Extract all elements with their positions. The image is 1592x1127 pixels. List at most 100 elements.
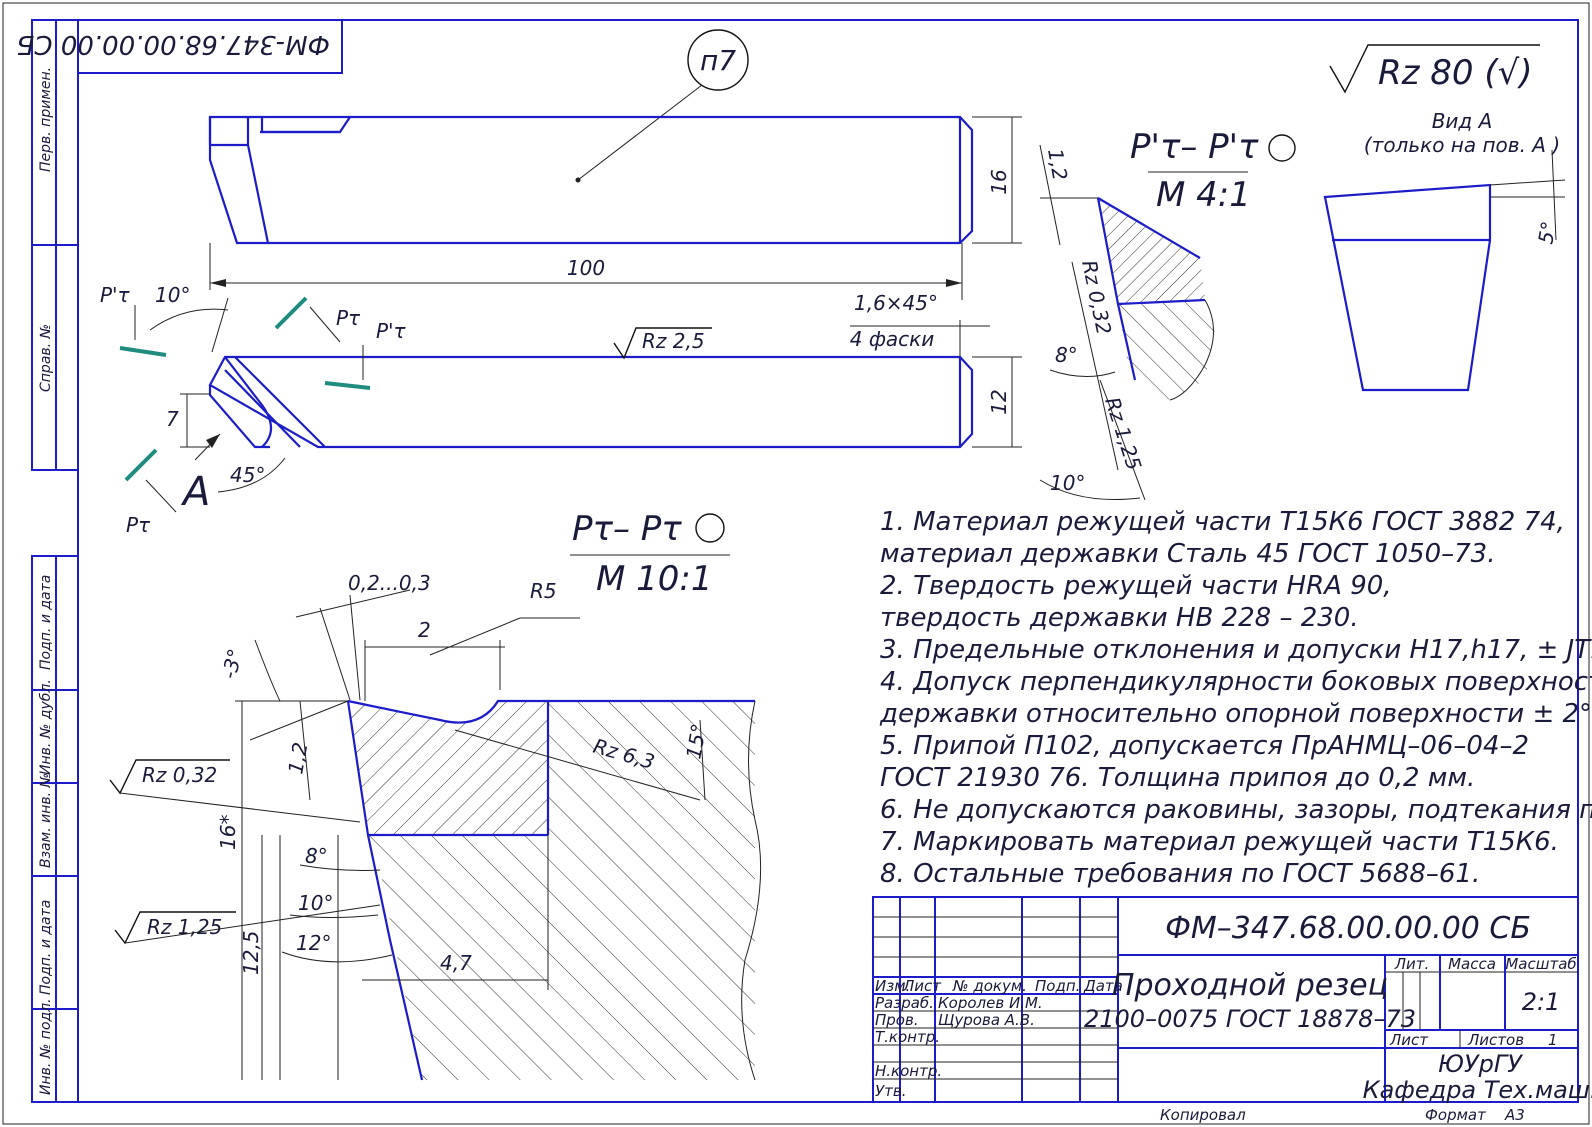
bottom-view-chamfer: 1,6×45° (854, 291, 938, 315)
bottom-view-angle-45: 45° (230, 463, 265, 487)
section-large-angle-8: 8° (305, 844, 328, 868)
bottom-view: 12 7 1,6×45° 4 фаски Rz 2,5 10° 45° P'τ … (100, 283, 1022, 537)
title-block-lit: Лит. (1394, 955, 1430, 973)
main-roughness-symbol: Rz 80 (√) (1329, 44, 1540, 94)
position-marker: п7 (575, 29, 749, 183)
title-block-col-sign: Подп. (1035, 977, 1080, 995)
view-a-marker: A (180, 469, 210, 515)
bottom-view-roughness: Rz 2,5 (642, 329, 705, 353)
title-block-code: ФМ–347.68.00.00.00 СБ (1165, 911, 1531, 946)
section-large-scale: M 10:1 (596, 559, 713, 599)
side-label-first-use: Перв. примен. (38, 67, 54, 172)
side-label-orig-inv: Инв. № подл. (38, 998, 54, 1095)
title-block-name-developer: Королев И.М. (938, 994, 1043, 1012)
top-view: 16 100 (208, 115, 1022, 300)
section-small-angle-10: 10° (1050, 471, 1085, 495)
bottom-view-angle-10: 10° (155, 283, 190, 307)
note-line-8: 5. Припой П102, допускается ПрАНМЦ–06–04… (880, 731, 1529, 761)
title-block-scale-label: Масштаб (1505, 955, 1576, 973)
section-large-angle-12: 12° (296, 931, 331, 955)
note-line-5: 3. Предельные отклонения и допуски H17,h… (880, 635, 1592, 665)
bottom-view-height: 12 (987, 389, 1011, 414)
title-block-name-1: Проходной резец (1112, 968, 1388, 1003)
section-large-angle-3: -3° (217, 646, 248, 681)
section-small-rz-032: Rz 0,32 (1077, 258, 1116, 337)
title-block: ФМ–347.68.00.00.00 СБ Проходной резец 21… (872, 896, 1592, 1124)
note-line-4: твердость державки HB 228 – 230. (880, 603, 1359, 633)
title-block-format-value: А3 (1504, 1106, 1525, 1124)
note-line-10: 6. Не допускаются раковины, зазоры, подт… (880, 795, 1592, 825)
side-label-sign-date-2: Подп. и дата (38, 900, 54, 995)
section-mark-ptau-prime-right: P'τ (376, 319, 407, 343)
title-block-role-ncontrol: Н.контр. (875, 1062, 942, 1080)
title-block-col-date: Дата (1083, 977, 1123, 995)
title-block-role-approved: Утв. (875, 1082, 907, 1100)
title-block-col-sheet: Лист (902, 977, 942, 995)
section-large-dim-2: 2 (418, 618, 431, 642)
side-label-ref-no: Справ. № (38, 324, 54, 392)
title-block-sheets-count: 1 (1548, 1031, 1558, 1049)
title-block-col-change: Изм. (875, 977, 910, 995)
note-line-7: державки относительно опорной поверхност… (879, 699, 1592, 729)
section-small-rz-125: Rz 1,25 (1100, 394, 1146, 473)
title-block-format-label: Формат (1425, 1106, 1487, 1124)
section-large-dim-0203: 0,2...0,3 (348, 571, 431, 595)
section-large-angle-10: 10° (298, 891, 333, 915)
title-block-mass: Масса (1448, 955, 1496, 973)
section-small-title: P'τ– P'τ (1130, 127, 1259, 167)
title-block-sheets: Листов (1467, 1031, 1524, 1049)
section-large: Pτ– Pτ M 10:1 0,2...0,3 2 R5 -3° 1,2 (109, 509, 762, 1081)
side-label-replace-inv: Взам. инв. № (38, 773, 54, 868)
note-line-11: 7. Маркировать материал режущей части Т1… (880, 827, 1559, 857)
section-small-scale: M 4:1 (1156, 175, 1251, 215)
position-marker-label: п7 (700, 44, 736, 77)
section-mark-ptau-bottom: Pτ (126, 513, 151, 537)
title-block-sheet: Лист (1389, 1031, 1429, 1049)
title-block-copied: Копировал (1160, 1106, 1246, 1124)
note-line-2: материал державки Сталь 45 ГОСТ 1050–73. (880, 539, 1495, 569)
top-view-length: 100 (567, 256, 605, 280)
title-block-org-2: Кафедра Тех.маш. (1363, 1076, 1592, 1104)
bottom-view-chamfer-note: 4 фаски (850, 327, 935, 351)
section-large-dim-47: 4,7 (440, 951, 472, 975)
rotated-stamp: ФМ-347.68.00.00.00 СБ (17, 19, 343, 74)
note-line-6: 4. Допуск перпендикулярности боковых пов… (880, 667, 1592, 697)
note-line-1: 1. Материал режущей части Т15К6 ГОСТ 388… (880, 507, 1565, 537)
section-large-dim-12: 1,2 (283, 740, 312, 775)
section-small-angle-8: 8° (1055, 343, 1078, 367)
section-large-title: Pτ– Pτ (572, 509, 682, 549)
view-a-angle: 5° (1533, 219, 1561, 246)
top-view-height: 16 (987, 169, 1011, 194)
title-block-role-developer: Разраб. (875, 994, 934, 1012)
bottom-view-tip-dim: 7 (166, 407, 179, 431)
side-label-dup-inv: Инв. № дубл. (38, 679, 54, 775)
rotated-stamp-code: ФМ-347.68.00.00.00 СБ (17, 29, 330, 59)
view-a-subtitle: (только на пов. А ) (1364, 133, 1560, 157)
section-large-rz-032: Rz 0,32 (142, 763, 217, 787)
title-block-name-checker: Щурова А.В. (938, 1011, 1035, 1029)
technical-notes: 1. Материал режущей части Т15К6 ГОСТ 388… (879, 507, 1592, 889)
section-small: P'τ– P'τ M 4:1 1,2 Rz 0,32 8° Rz 1,25 10… (1039, 127, 1296, 501)
section-small-dim-12: 1,2 (1043, 147, 1072, 182)
section-large-dim-16: 16* (216, 815, 240, 850)
title-block-role-tcontrol: Т.контр. (875, 1028, 940, 1046)
side-label-sign-date-1: Подп. и дата (38, 575, 54, 670)
title-block-org-1: ЮУрГУ (1438, 1050, 1523, 1078)
note-line-9: ГОСТ 21930 76. Толщина припоя до 0,2 мм. (880, 763, 1475, 793)
note-line-12: 8. Остальные требования по ГОСТ 5688–61. (880, 859, 1480, 889)
section-mark-ptau-prime-left: P'τ (100, 283, 131, 307)
title-block-role-checker: Пров. (875, 1011, 919, 1029)
note-line-3: 2. Твердость режущей части HRA 90, (880, 571, 1392, 601)
section-large-r5: R5 (530, 579, 557, 603)
side-strip: Перв. примен. Справ. № Подп. и дата Инв.… (31, 19, 79, 1103)
view-a-title: Вид А (1432, 109, 1493, 133)
main-roughness-value: Rz 80 (√) (1378, 53, 1533, 93)
section-mark-ptau-top: Pτ (336, 306, 361, 330)
view-a: Вид А (только на пов. А ) 5° (1323, 109, 1566, 392)
title-block-name-2: 2100–0075 ГОСТ 18878–73 (1084, 1005, 1416, 1033)
title-block-scale-value: 2:1 (1522, 988, 1561, 1016)
title-block-col-doc: № докум. (952, 977, 1027, 995)
section-large-dim-125: 12,5 (239, 930, 263, 975)
section-large-rz-125: Rz 1,25 (147, 915, 222, 939)
